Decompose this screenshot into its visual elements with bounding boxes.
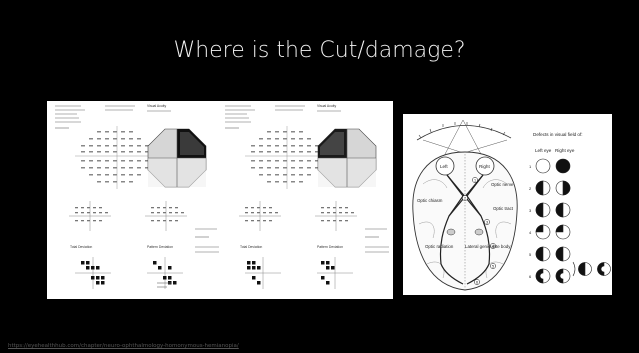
- defects-table-header: Defects in visual field of:: [533, 132, 583, 137]
- visual-pathway-diagram-image: Left Right 1 2 3 4 5 6 Optic nerve Optic…: [403, 114, 612, 295]
- greyscale-plot: [318, 129, 376, 187]
- right-eye-column-header: Right eye: [555, 148, 575, 153]
- visual-acuity-header: Visual Acuity: [147, 104, 166, 108]
- optic-chiasm-label: Optic chiasm: [417, 198, 443, 203]
- pattern-deviation-caption: Pattern Deviation: [147, 245, 173, 249]
- svg-text:5: 5: [492, 265, 494, 269]
- optic-nerve-label: Optic nerve: [491, 182, 514, 187]
- right-eye-label: Right: [479, 164, 490, 169]
- total-deviation-caption: Total Deviation: [240, 245, 262, 249]
- svg-text:1: 1: [474, 179, 476, 183]
- svg-text:6: 6: [476, 281, 478, 285]
- pattern-deviation-caption: Pattern Deviation: [317, 245, 343, 249]
- total-deviation-caption: Total Deviation: [70, 245, 92, 249]
- svg-text:2: 2: [464, 197, 466, 201]
- left-eye-label: Left: [440, 164, 448, 169]
- source-link[interactable]: https://eyehealthhub.com/chapter/neuro-o…: [8, 343, 239, 349]
- optic-radiation-label: Optic radiation: [425, 244, 454, 249]
- visual-acuity-header: Visual Acuity: [317, 104, 336, 108]
- slide-title: Where is the Cut/damage?: [0, 38, 639, 63]
- optic-tract-label: Optic tract: [493, 206, 514, 211]
- visual-field-printout-image: Visual Acuity: [47, 101, 393, 299]
- left-eye-column-header: Left eye: [535, 148, 552, 153]
- lateral-geniculate-body-label: Lateral geniculate body: [465, 244, 511, 249]
- greyscale-plot: [148, 129, 206, 187]
- svg-text:3: 3: [486, 221, 488, 225]
